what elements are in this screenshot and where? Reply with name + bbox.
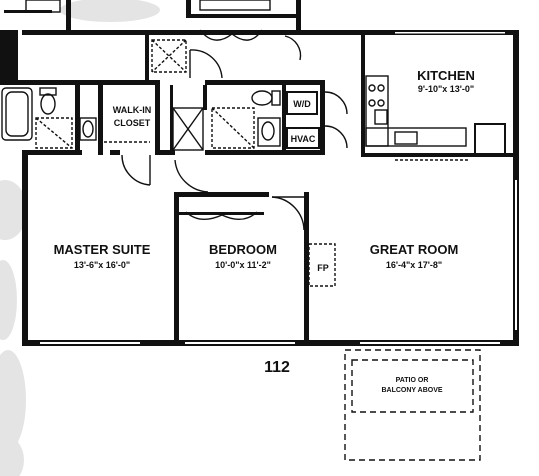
patio-label-2: BALCONY ABOVE (381, 387, 442, 394)
great-room-name: GREAT ROOM (370, 242, 459, 257)
walk-in-closet-label-1: WALK-IN (113, 105, 152, 115)
unit-number: 112 (264, 359, 290, 376)
bedroom-dims: 10'-0"x 11'-2" (215, 260, 271, 270)
kitchen-dims: 9'-10"x 13'-0" (418, 84, 474, 94)
washer-dryer-label: W/D (293, 99, 311, 109)
patio-label-1: PATIO OR (396, 377, 429, 384)
scan-smudge (0, 0, 160, 476)
fireplace-label: FP (317, 263, 329, 273)
bedroom-name: BEDROOM (209, 242, 277, 257)
great-room-dims: 16'-4"x 17'-8" (386, 260, 442, 270)
master-suite-dims: 13'-6"x 16'-0" (74, 260, 130, 270)
walk-in-closet-label-2: CLOSET (114, 118, 151, 128)
fixtures (1, 0, 506, 461)
windows (40, 32, 517, 344)
master-suite-name: MASTER SUITE (54, 242, 151, 257)
kitchen-name: KITCHEN (417, 68, 475, 83)
walls (0, 0, 519, 346)
hvac-label: HVAC (291, 134, 316, 144)
